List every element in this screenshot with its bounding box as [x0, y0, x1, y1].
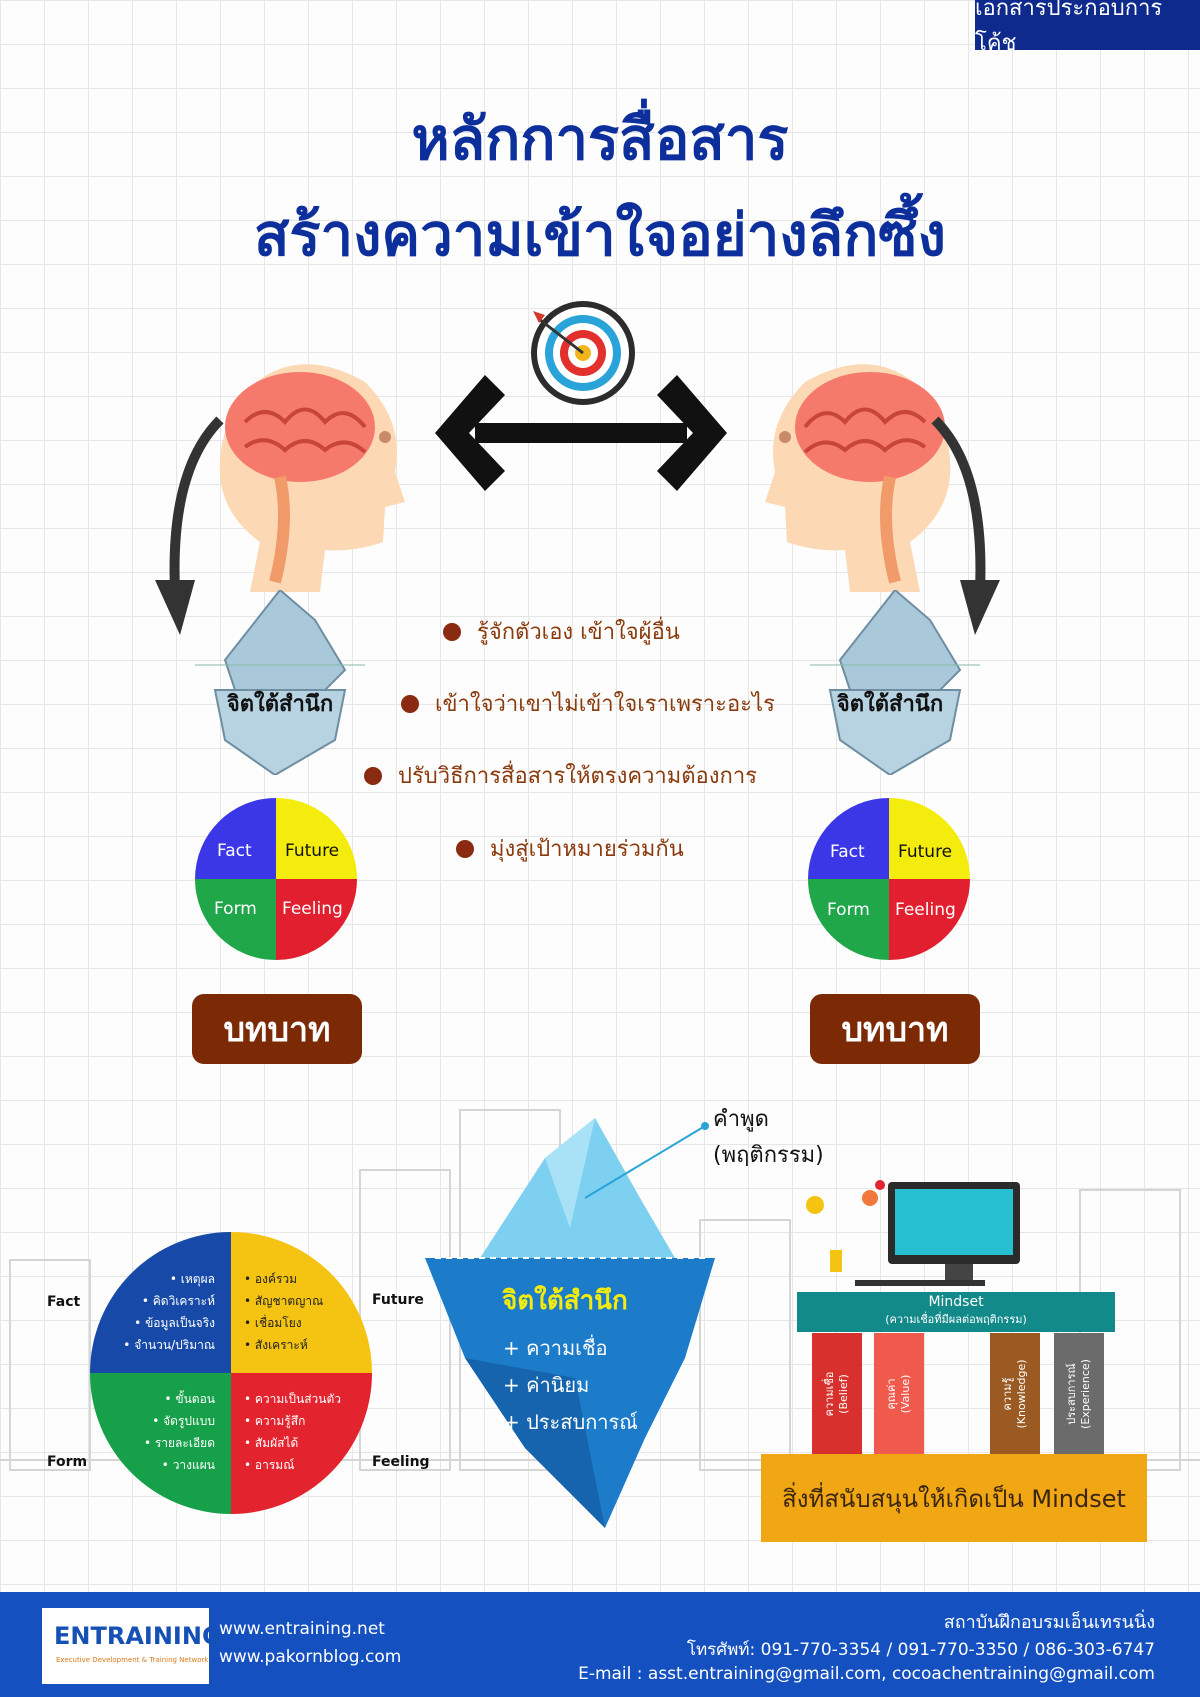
quadrant-future-label: Future — [898, 842, 953, 862]
iceberg-left-icon — [195, 590, 365, 775]
iceberg-large-list: + ความเชื่อ + ค่านิยม + ประสบการณ์ — [503, 1336, 638, 1434]
company-logo: ENTRAINING Executive Development & Train… — [42, 1608, 222, 1684]
computer-icon — [806, 1180, 1020, 1286]
quadrant-form-label: Form — [214, 899, 257, 919]
feeling-list: • ความเป็นส่วนตัว• ความรู้สึก• สัมผัสได้… — [244, 1392, 342, 1472]
pie-future-label: Future — [372, 1292, 424, 1308]
pie-fact-label: Fact — [47, 1294, 81, 1310]
curved-arrow-left-icon — [155, 416, 224, 635]
thinking-styles-pie — [90, 1232, 372, 1514]
future-list: • องค์รวม• สัญชาตญาณ• เชื่อมโยง• สังเครา… — [244, 1272, 324, 1352]
mindset-subtitle: (ความเชื่อที่มีผลต่อพฤติกรรม) — [885, 1313, 1027, 1326]
double-arrow-icon — [435, 375, 727, 491]
quadrant-feeling-label: Feeling — [895, 900, 956, 920]
iceberg-large-icon — [425, 1118, 715, 1528]
quadrant-circle-right — [808, 798, 970, 960]
bullet-item: เข้าใจว่าเขาไม่เข้าใจเราเพราะอะไร — [401, 686, 775, 721]
bullet-item: ปรับวิธีการสื่อสารให้ตรงความต้องการ — [364, 758, 757, 793]
role-box-right: บทบาท — [810, 994, 980, 1064]
tip-label: คำพูด (พฤติกรรม) — [713, 1107, 824, 1168]
pie-feeling-label: Feeling — [372, 1454, 430, 1470]
quadrant-feeling-label: Feeling — [282, 899, 343, 919]
email-addresses: E-mail : asst.entraining@gmail.com, coco… — [578, 1664, 1155, 1684]
page-title-line1: หลักการสื่อสาร — [411, 105, 789, 173]
mindset-pillar: คุณค่า(Value) — [874, 1333, 924, 1454]
quadrant-circle-left — [195, 798, 357, 960]
document-badge: เอกสารประกอบการโค้ช — [975, 0, 1200, 56]
mindset-title: Mindset — [928, 1294, 984, 1310]
organization-name: สถาบันฝึกอบรมเอ็นเทรนนิ่ง — [943, 1612, 1155, 1633]
page-title-line2: สร้างความเข้าใจอย่างลึกซึ้ง — [253, 201, 946, 269]
curved-arrow-right-icon — [931, 416, 1000, 635]
head-brain-left-icon — [219, 364, 405, 592]
mindset-pillar-label: คุณค่า(Value) — [885, 1374, 912, 1413]
subconscious-label-left: จิตใต้สำนึก — [226, 692, 334, 717]
bullet-item: รู้จักตัวเอง เข้าใจผู้อื่น — [443, 614, 680, 649]
pie-form-label: Form — [47, 1454, 88, 1470]
subconscious-label-right: จิตใต้สำนึก — [836, 692, 944, 717]
mindset-roof: Mindset (ความเชื่อที่มีผลต่อพฤติกรรม) — [797, 1292, 1115, 1332]
iceberg-large-title: จิตใต้สำนึก — [502, 1286, 628, 1316]
quadrant-fact-label: Fact — [217, 841, 252, 861]
fact-list: • เหตุผล• คิดวิเคราะห์• ข้อมูลเป็นจริง• … — [123, 1272, 215, 1352]
head-brain-right-icon — [765, 364, 951, 592]
website-link-1[interactable]: www.entraining.net — [219, 1619, 385, 1639]
mindset-pillar-label: ประสบการณ์(Experience) — [1065, 1358, 1092, 1429]
mindset-base: สิ่งที่สนับสนุนให้เกิดเป็น Mindset — [761, 1454, 1147, 1542]
quadrant-form-label: Form — [827, 900, 870, 920]
mindset-pillar: ความรู้(Knowledge) — [990, 1333, 1040, 1454]
quadrant-future-label: Future — [285, 841, 340, 861]
mindset-pillar-label: ความเชื่อ(Belief) — [823, 1371, 850, 1416]
form-list: • ขั้นตอน• จัดรูปแบบ• รายละเอียด• วางแผน — [143, 1392, 215, 1472]
bullet-item: มุ่งสู่เป้าหมายร่วมกัน — [456, 831, 684, 866]
mindset-pillar-label: ความรู้(Knowledge) — [1001, 1358, 1028, 1429]
phone-numbers: โทรศัพท์: 091-770-3354 / 091-770-3350 / … — [686, 1640, 1155, 1660]
role-box-left: บทบาท — [192, 994, 362, 1064]
mindset-pillar: ประสบการณ์(Experience) — [1054, 1333, 1104, 1454]
iceberg-right-icon — [810, 590, 980, 775]
target-icon — [531, 301, 635, 405]
website-link-2[interactable]: www.pakornblog.com — [219, 1647, 402, 1667]
mindset-pillar: ความเชื่อ(Belief) — [812, 1333, 862, 1454]
quadrant-fact-label: Fact — [830, 842, 865, 862]
